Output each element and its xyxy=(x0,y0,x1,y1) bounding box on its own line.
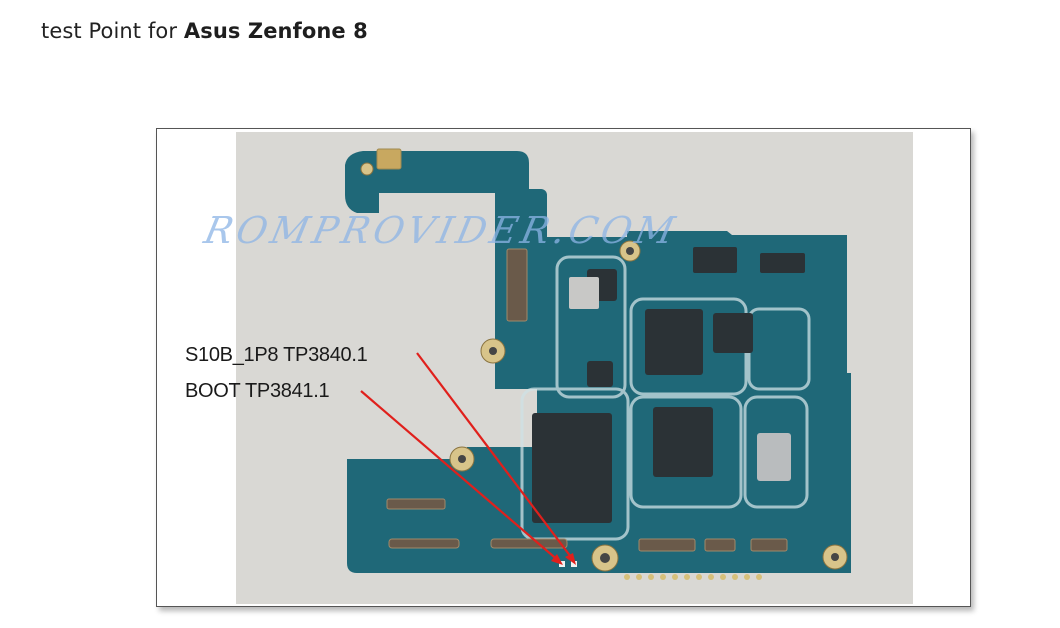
heading-prefix: test Point for xyxy=(41,19,184,43)
test-pad-tp3840 xyxy=(571,561,577,567)
annotation-s10b-1p8: S10B_1P8 TP3840.1 xyxy=(185,344,368,366)
annotation-arrows xyxy=(360,352,576,565)
page-heading: test Point for Asus Zenfone 8 xyxy=(41,17,368,45)
test-point-figure: ROMPROVIDER.COM S10B_1P8 TP3840.1 BOOT T… xyxy=(156,128,971,607)
device-name: Asus Zenfone 8 xyxy=(183,19,368,43)
pcb-board-illustration xyxy=(345,148,851,580)
annotation-boot: BOOT TP3841.1 xyxy=(185,380,330,402)
watermark: ROMPROVIDER.COM xyxy=(200,209,683,252)
